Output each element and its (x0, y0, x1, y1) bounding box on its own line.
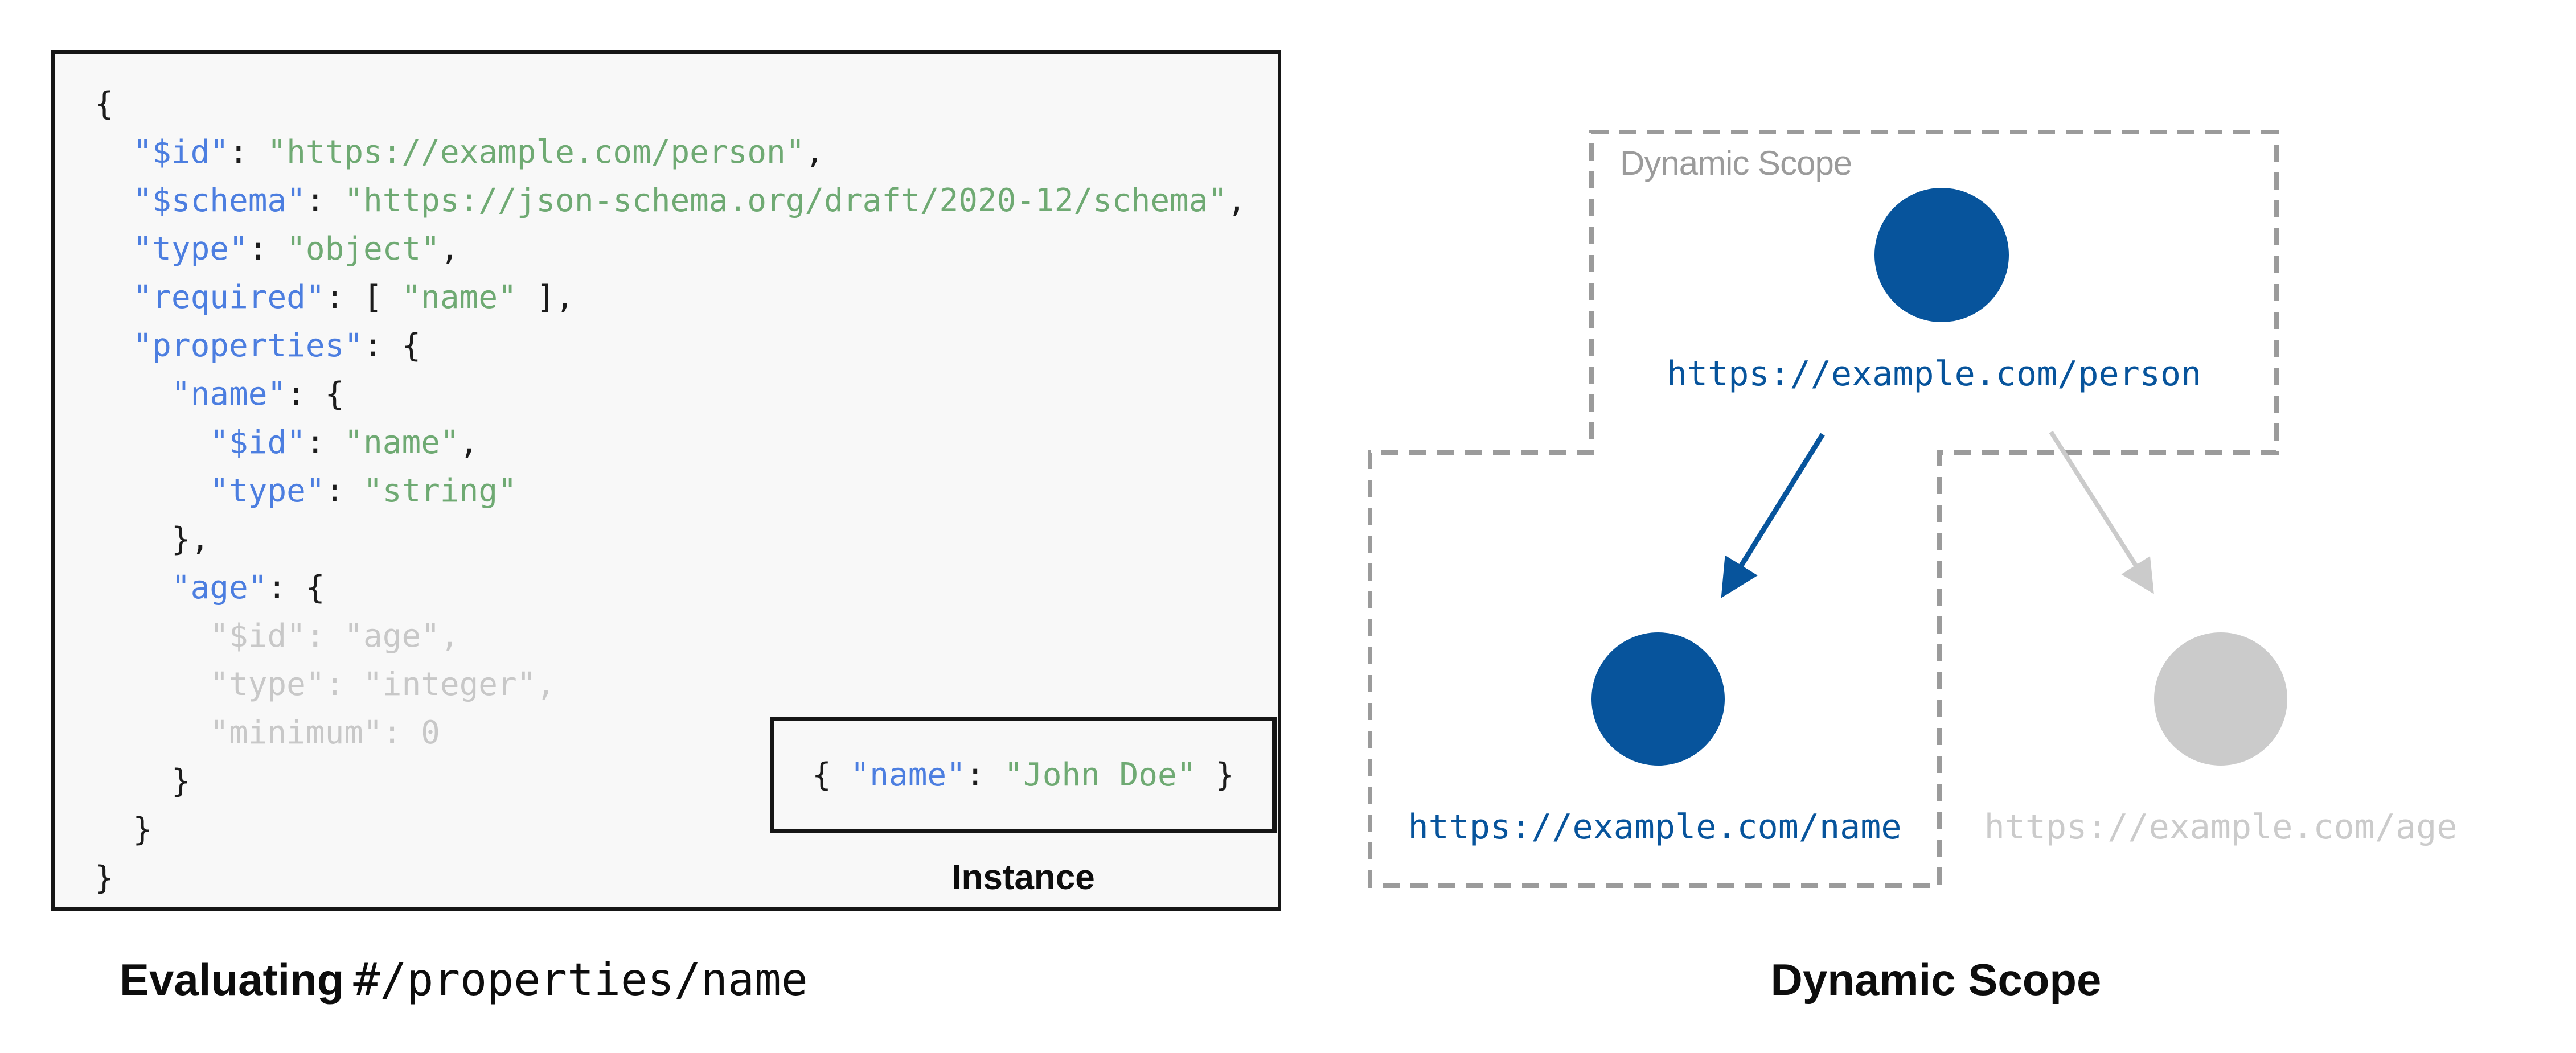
code-token: : (248, 231, 287, 268)
code-line: { (95, 80, 1278, 128)
code-token: "name" (171, 376, 287, 413)
name-schema-node (1591, 632, 1725, 766)
code-token: , (1227, 182, 1246, 219)
code-line: "$id": "age", (95, 612, 1278, 660)
code-token: , (440, 231, 460, 268)
code-token: "type": "integer", (95, 666, 556, 703)
code-token: "$id" (133, 134, 229, 171)
right-caption: Dynamic Scope (1770, 955, 2102, 1005)
dynamic-scope-inner-label: Dynamic Scope (1620, 144, 1852, 182)
code-line: "name": { (95, 370, 1278, 418)
code-token: { (95, 85, 114, 122)
code-token: } (95, 811, 153, 848)
code-token: "https://example.com/person" (267, 134, 805, 171)
code-token: "John Doe" (1004, 756, 1196, 793)
code-token: , (459, 424, 479, 461)
code-line: } (95, 757, 1278, 805)
code-token: : [ (325, 279, 402, 316)
code-token: } (95, 763, 191, 800)
code-line: "age": { (95, 563, 1278, 612)
age-schema-node (2154, 632, 2287, 766)
code-token: ], (516, 279, 575, 316)
code-line: "type": "object", (95, 225, 1278, 273)
left-caption-pointer: #/properties/name (353, 955, 808, 1006)
left-caption: Evaluating#/properties/name (120, 954, 808, 1006)
code-token: : { (286, 376, 344, 413)
schema-code: { "$id": "https://example.com/person", "… (55, 54, 1278, 902)
left-caption-word: Evaluating (120, 955, 344, 1005)
code-token: : (305, 424, 344, 461)
code-token: "type" (210, 472, 325, 509)
code-token: : (305, 182, 344, 219)
code-line: "type": "integer", (95, 660, 1278, 709)
code-token: "name" (401, 279, 517, 316)
code-token: : { (267, 569, 325, 606)
code-token: "type" (133, 231, 248, 268)
code-token: "$schema" (133, 182, 306, 219)
name-schema-url: https://example.com/name (1408, 807, 1902, 847)
instance-label: Instance (951, 858, 1095, 897)
code-token: } (95, 859, 114, 896)
code-token: "https://json-schema.org/draft/2020-12/s… (344, 182, 1228, 219)
age-schema-url: https://example.com/age (1984, 807, 2458, 847)
code-token: "properties" (133, 327, 364, 364)
code-token: : (325, 472, 364, 509)
code-token: "minimum": 0 (95, 714, 440, 751)
schema-code-box: { "$id": "https://example.com/person", "… (51, 50, 1281, 911)
code-token: : (965, 756, 1004, 793)
code-line: "type": "string" (95, 467, 1278, 515)
code-line: } (95, 854, 1278, 902)
edge-person-to-name-arrow (1721, 433, 1825, 598)
person-schema-node (1874, 188, 2009, 322)
code-token: "object" (286, 231, 440, 268)
instance-box: { "name": "John Doe" } (770, 717, 1277, 833)
code-token: "name" (850, 756, 966, 793)
code-token: : (229, 134, 268, 171)
code-line: "required": [ "name" ], (95, 273, 1278, 322)
instance-code: { "name": "John Doe" } (812, 756, 1234, 793)
code-token: "$id" (210, 424, 306, 461)
code-line: "$id": "name", (95, 418, 1278, 467)
code-token: } (1196, 756, 1234, 793)
code-token: , (805, 134, 825, 171)
code-line: "properties": { (95, 322, 1278, 370)
code-line: "$id": "https://example.com/person", (95, 128, 1278, 176)
code-token: { (812, 756, 851, 793)
code-token: "$id": "age", (95, 618, 460, 655)
code-token: }, (95, 521, 210, 558)
person-schema-url: https://example.com/person (1666, 354, 2202, 394)
code-token: : { (363, 327, 421, 364)
code-token: "string" (363, 472, 517, 509)
code-token: "required" (133, 279, 325, 316)
edge-person-to-age-arrow (2049, 430, 2154, 594)
code-line: } (95, 805, 1278, 854)
dynamic-scope-outline (1368, 130, 2279, 888)
code-line: "minimum": 0 (95, 709, 1278, 757)
code-token: "name" (344, 424, 460, 461)
code-line: }, (95, 515, 1278, 563)
code-line: "$schema": "https://json-schema.org/draf… (95, 176, 1278, 225)
code-token: "age" (171, 569, 268, 606)
